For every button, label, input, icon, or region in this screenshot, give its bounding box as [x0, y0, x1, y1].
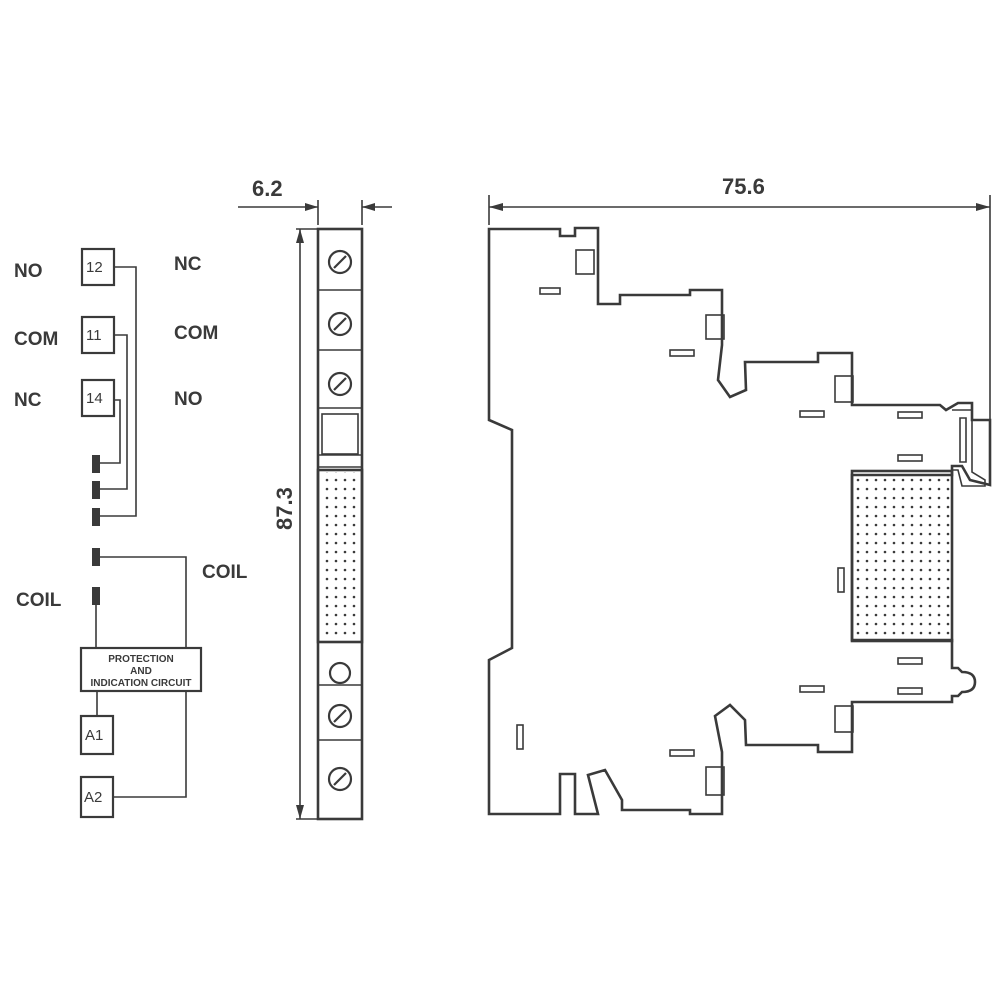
label-nc-right: NC — [174, 254, 202, 275]
screw-icon — [327, 766, 353, 792]
side-slot-vertical — [837, 567, 845, 593]
side-square — [705, 766, 725, 796]
dim-height-arrow-bottom — [296, 805, 304, 819]
side-slot-vertical — [516, 724, 524, 750]
screw-icon — [327, 249, 353, 275]
side-square — [834, 375, 854, 403]
side-relay-dotted — [854, 473, 950, 639]
wire-14 — [100, 399, 121, 464]
side-slot — [669, 349, 695, 357]
dim-depth-arrow-right — [976, 203, 990, 211]
protection-circuit-box — [79, 646, 203, 693]
screw-icon — [327, 703, 353, 729]
din-clip — [952, 409, 986, 487]
side-slot — [897, 411, 923, 419]
protection-line-3: INDICATION CIRCUIT — [91, 678, 192, 689]
wire-coil-top — [100, 556, 187, 648]
label-nc-left: NC — [14, 390, 42, 411]
side-slot — [669, 749, 695, 757]
terminal-box-a1 — [79, 714, 115, 756]
front-view: 6.2 87.3 — [238, 176, 392, 821]
label-com-left: COM — [14, 329, 58, 350]
terminal-12: 12 — [86, 259, 103, 276]
front-relay-dotted — [320, 472, 360, 640]
wire-11 — [100, 334, 128, 490]
contact-bar-2 — [92, 481, 100, 499]
schematic: NO COM NC 12 11 14 NC COM NO COIL COIL P… — [14, 247, 248, 819]
side-square — [834, 705, 854, 733]
side-slot — [897, 687, 923, 695]
wire-12 — [100, 266, 137, 517]
label-com-right: COM — [174, 323, 218, 344]
coil-bar-1 — [92, 548, 100, 566]
dim-width-label: 6.2 — [252, 176, 283, 201]
screw-icon — [327, 371, 353, 397]
contact-bar-3 — [92, 508, 100, 526]
terminal-a1: A1 — [85, 727, 103, 744]
terminal-a2: A2 — [84, 789, 102, 806]
front-window — [321, 413, 359, 455]
protection-line-2: AND — [130, 666, 152, 677]
led-indicator — [328, 661, 352, 685]
protection-line-1: PROTECTION — [108, 654, 174, 665]
side-square — [705, 314, 725, 340]
dim-width-arrow-left — [305, 203, 318, 211]
label-no-left: NO — [14, 261, 43, 282]
label-no-right: NO — [174, 389, 203, 410]
dim-height-label: 87.3 — [272, 487, 297, 530]
dim-depth-label: 75.6 — [722, 174, 765, 199]
side-slot — [539, 287, 561, 295]
din-clip-slot — [959, 417, 967, 463]
dim-height-arrow-top — [296, 229, 304, 243]
label-coil-left: COIL — [16, 590, 62, 611]
side-square — [575, 249, 595, 275]
screw-icon — [327, 311, 353, 337]
dim-depth-arrow-left — [489, 203, 503, 211]
coil-bar-2 — [92, 587, 100, 605]
terminal-box-14 — [80, 378, 116, 418]
side-slot — [897, 657, 923, 665]
wire-a2 — [113, 691, 187, 798]
side-relay-outline — [850, 469, 954, 643]
dim-width-arrow-right — [362, 203, 375, 211]
label-coil-right: COIL — [202, 562, 248, 583]
contact-bar-1 — [92, 455, 100, 473]
side-housing — [487, 226, 992, 816]
side-slot — [799, 685, 825, 693]
side-slot — [897, 454, 923, 462]
terminal-box-a2 — [79, 775, 115, 819]
terminal-11: 11 — [86, 327, 102, 344]
terminal-14: 14 — [86, 390, 103, 407]
side-view: 75.6 — [487, 174, 992, 816]
front-relay-outline — [316, 468, 364, 644]
side-slot — [799, 410, 825, 418]
